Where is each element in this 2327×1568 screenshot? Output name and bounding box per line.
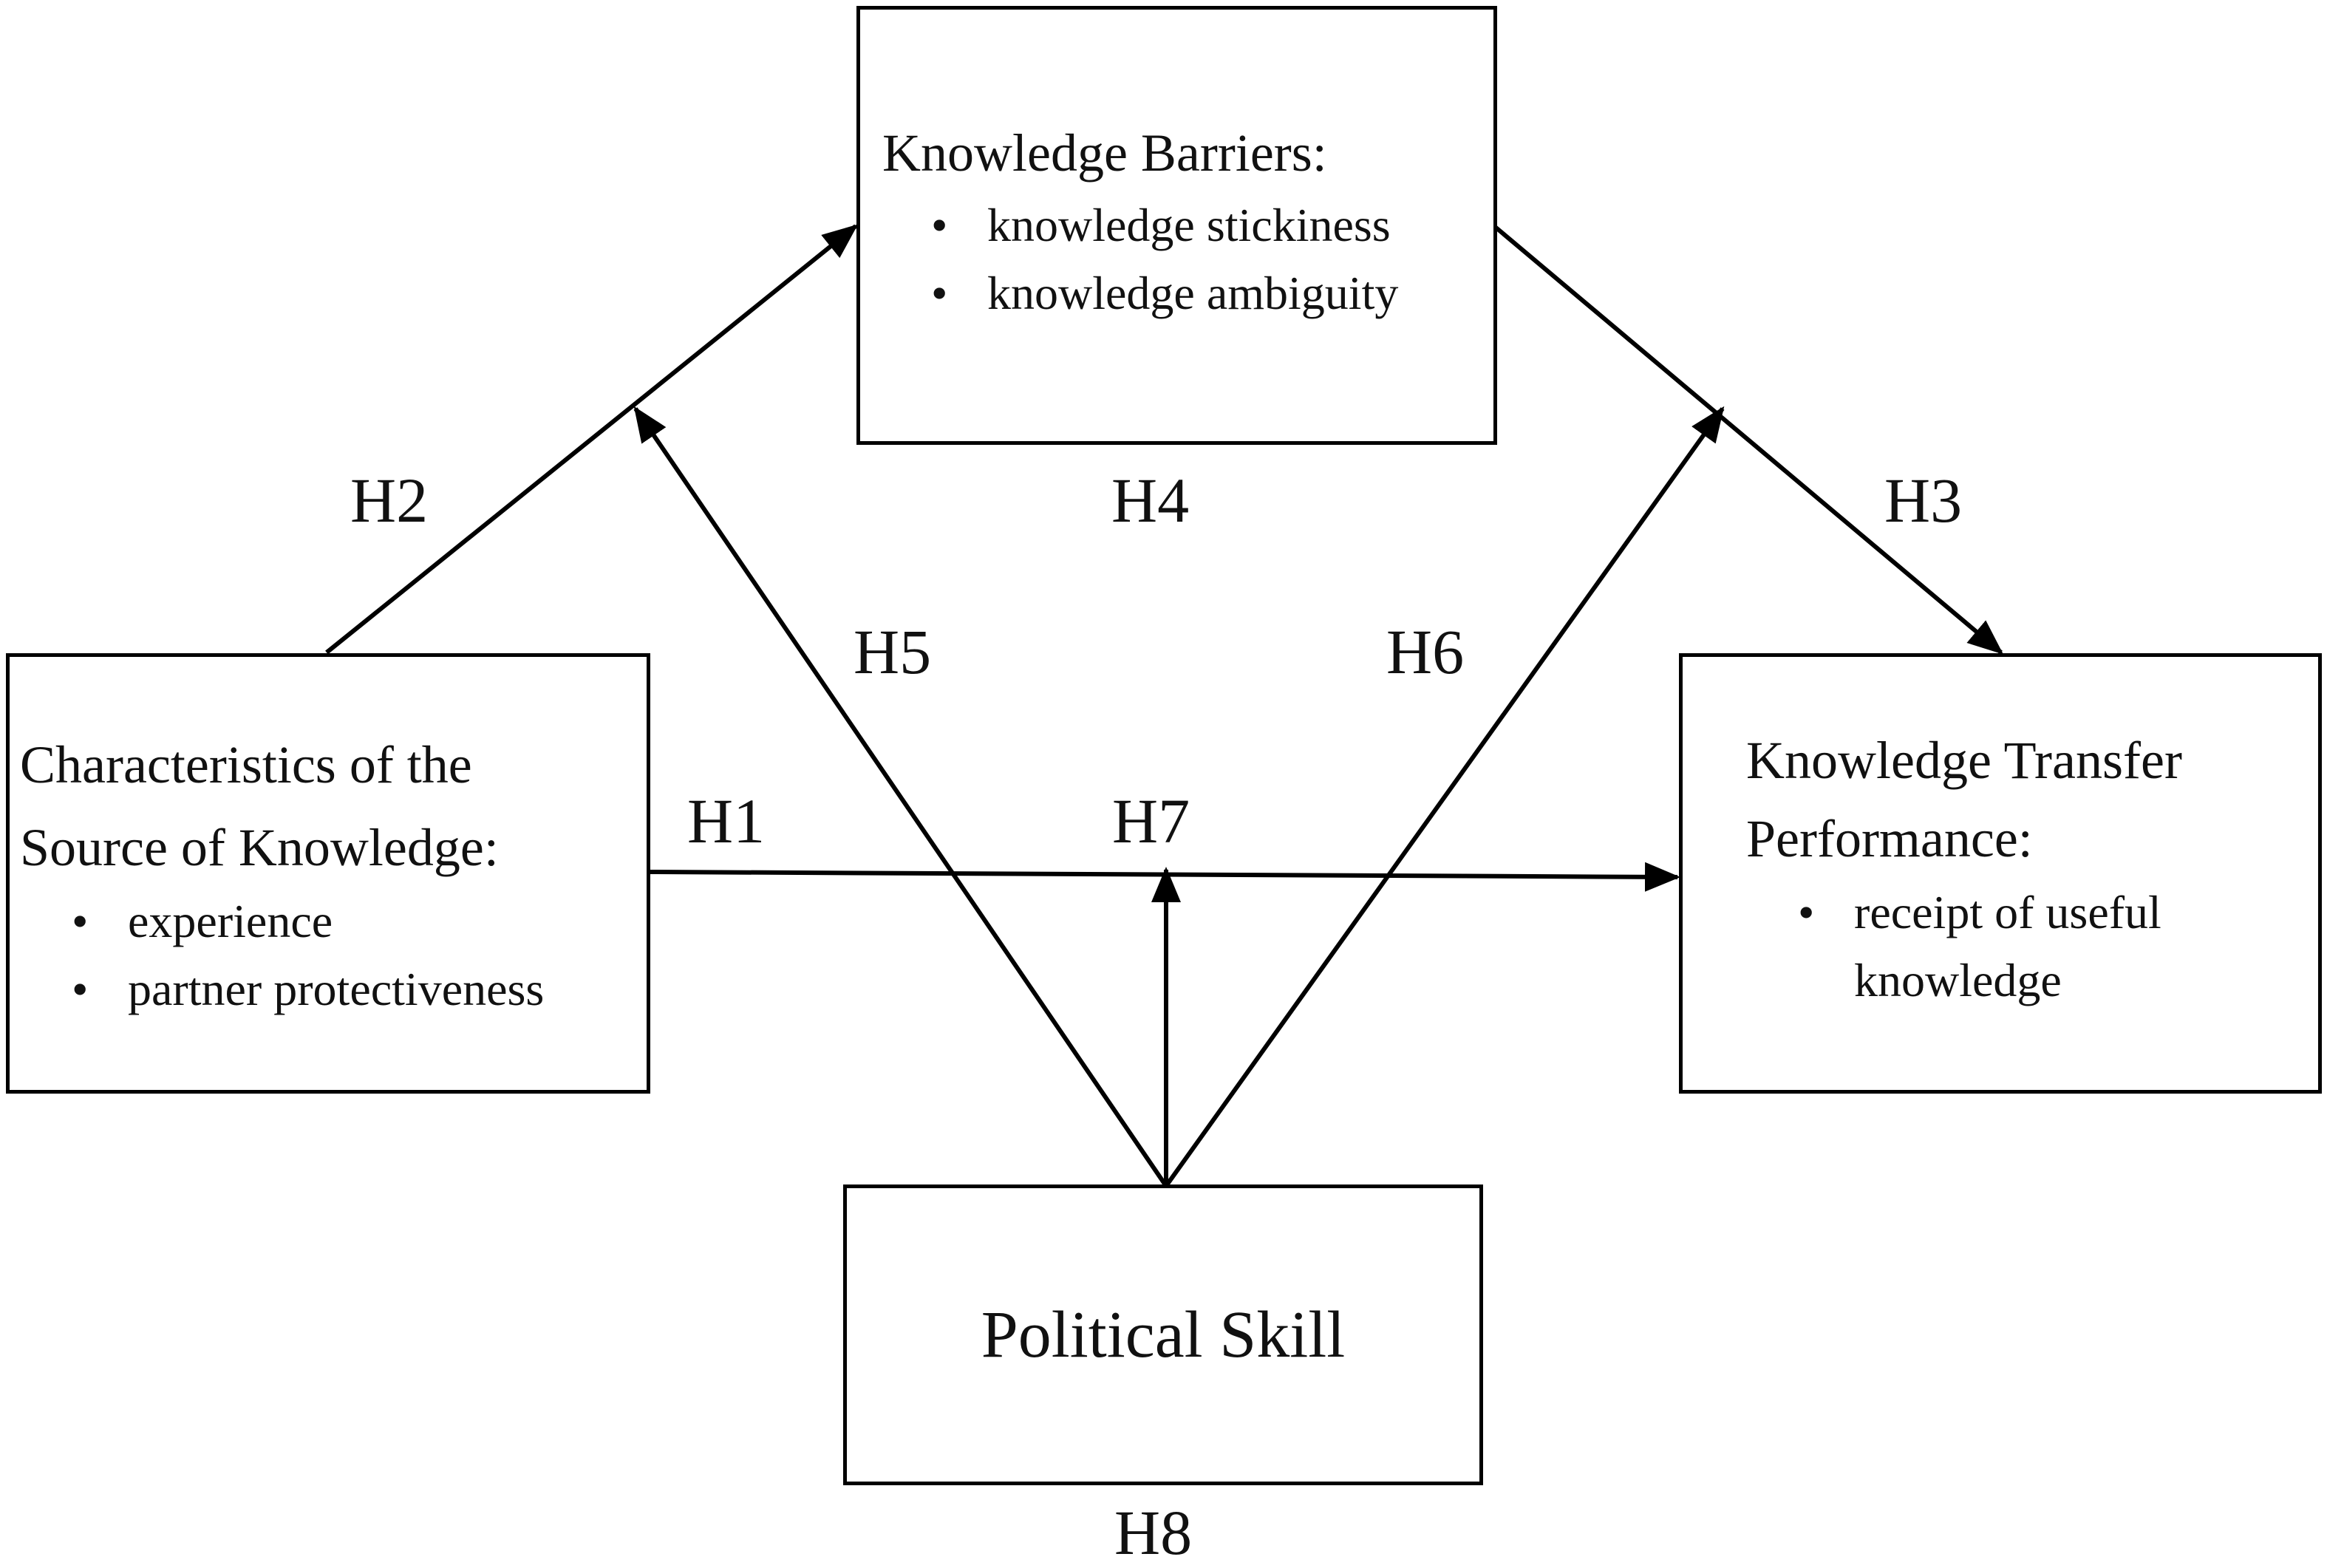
hypothesis-label-h6: H6 <box>1386 616 1465 687</box>
transfer-item-line-1: receipt of useful <box>1854 886 2161 938</box>
arrow-h3-barriers-to-transfer <box>1493 224 2004 655</box>
source-item-experience: experience <box>72 887 544 955</box>
transfer-title-line-2: Performance: <box>1746 809 2033 868</box>
source-title-line-1: Characteristics of the <box>20 735 472 794</box>
transfer-item-useful-knowledge: receipt of useful knowledge <box>1798 879 2161 1015</box>
source-item-partner-protectiveness: partner protectiveness <box>72 955 544 1023</box>
transfer-item-line-2: knowledge <box>1854 954 2062 1006</box>
knowledge-transfer-box: Knowledge Transfer Performance: receipt … <box>1679 653 2322 1094</box>
knowledge-barriers-box: Knowledge Barriers: knowledge stickiness… <box>856 6 1497 445</box>
hypothesis-label-h1: H1 <box>687 785 766 856</box>
political-skill-box: Political Skill <box>843 1184 1483 1485</box>
hypothesis-label-h3: H3 <box>1884 465 1963 536</box>
transfer-title-line-1: Knowledge Transfer <box>1746 731 2182 790</box>
knowledge-barriers-list: knowledge stickiness knowledge ambiguity <box>931 191 1398 327</box>
hypothesis-label-h7: H7 <box>1112 785 1190 856</box>
hypothesis-label-h4: H4 <box>1111 465 1190 536</box>
arrow-h2-source-to-barriers <box>325 224 859 655</box>
knowledge-barriers-title: Knowledge Barriers: <box>882 123 1327 183</box>
hypothesis-label-h8: H8 <box>1114 1497 1193 1568</box>
barrier-item-stickiness: knowledge stickiness <box>931 191 1398 259</box>
source-characteristics-box: Characteristics of the Source of Knowled… <box>6 653 650 1094</box>
hypothesis-label-h5: H5 <box>854 616 932 687</box>
source-title-line-2: Source of Knowledge: <box>20 818 499 877</box>
source-characteristics-list: experience partner protectiveness <box>72 887 544 1023</box>
arrow-h6-political-to-h3 <box>1164 406 1725 1187</box>
political-skill-title: Political Skill <box>981 1298 1346 1371</box>
transfer-list: receipt of useful knowledge <box>1798 879 2161 1015</box>
arrow-h5-political-to-h2 <box>633 406 1168 1187</box>
barrier-item-ambiguity: knowledge ambiguity <box>931 259 1398 327</box>
hypothesis-label-h2: H2 <box>350 465 429 536</box>
